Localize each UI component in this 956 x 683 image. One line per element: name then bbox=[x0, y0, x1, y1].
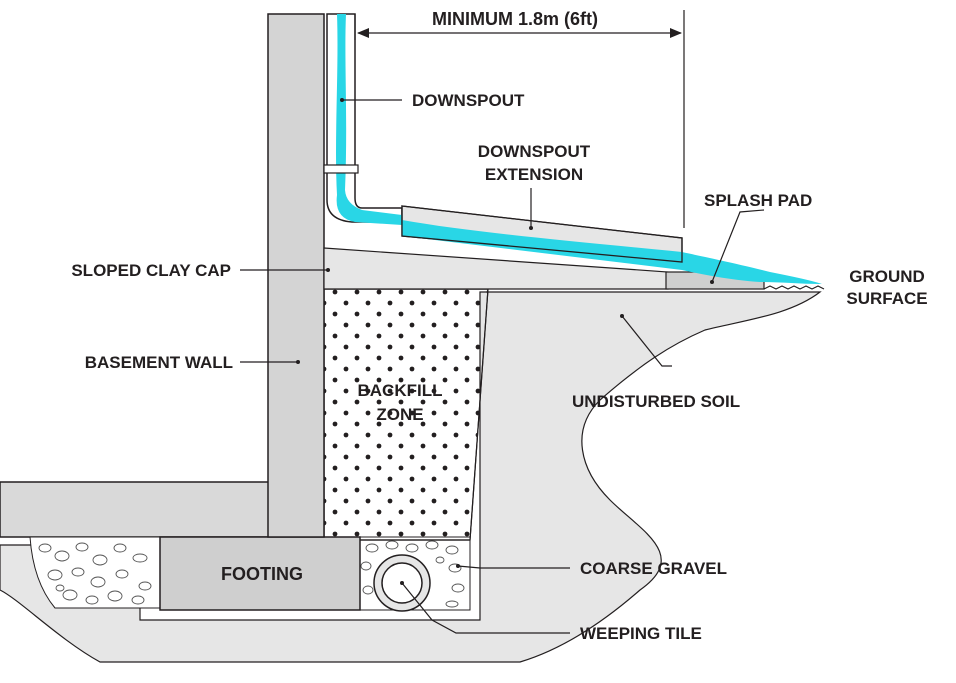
label-backfill-zone-1: BACKFILL bbox=[358, 381, 443, 400]
label-weeping-tile: WEEPING TILE bbox=[580, 624, 702, 643]
label-coarse-gravel: COARSE GRAVEL bbox=[580, 559, 727, 578]
dimension-arrow-left bbox=[357, 28, 369, 38]
label-footing: FOOTING bbox=[221, 564, 303, 584]
footing-block bbox=[159, 536, 361, 611]
leader-lines bbox=[240, 99, 765, 634]
dimension-label: MINIMUM 1.8m (6ft) bbox=[432, 9, 598, 29]
ground-surface-edge bbox=[763, 285, 825, 290]
label-undisturbed-soil: UNDISTURBED SOIL bbox=[572, 392, 740, 411]
label-splash-pad: SPLASH PAD bbox=[704, 191, 812, 210]
label-downspout: DOWNSPOUT bbox=[412, 91, 525, 110]
label-basement-wall: BASEMENT WALL bbox=[85, 353, 233, 372]
label-backfill-zone-2: ZONE bbox=[376, 405, 423, 424]
undisturbed-soil-area bbox=[0, 291, 822, 663]
label-ground-surface-2: SURFACE bbox=[846, 289, 927, 308]
label-ground-surface-1: GROUND bbox=[849, 267, 925, 286]
label-sloped-clay-cap: SLOPED CLAY CAP bbox=[71, 261, 231, 280]
downspout-water bbox=[336, 14, 402, 225]
dimension-arrow-right bbox=[670, 28, 682, 38]
basement-wall bbox=[267, 13, 325, 538]
downspout-strap bbox=[323, 164, 359, 174]
label-downspout-extension-1: DOWNSPOUT bbox=[478, 142, 591, 161]
gravel-stones bbox=[38, 540, 465, 608]
basement-slab bbox=[0, 481, 271, 538]
label-downspout-extension-2: EXTENSION bbox=[485, 165, 583, 184]
